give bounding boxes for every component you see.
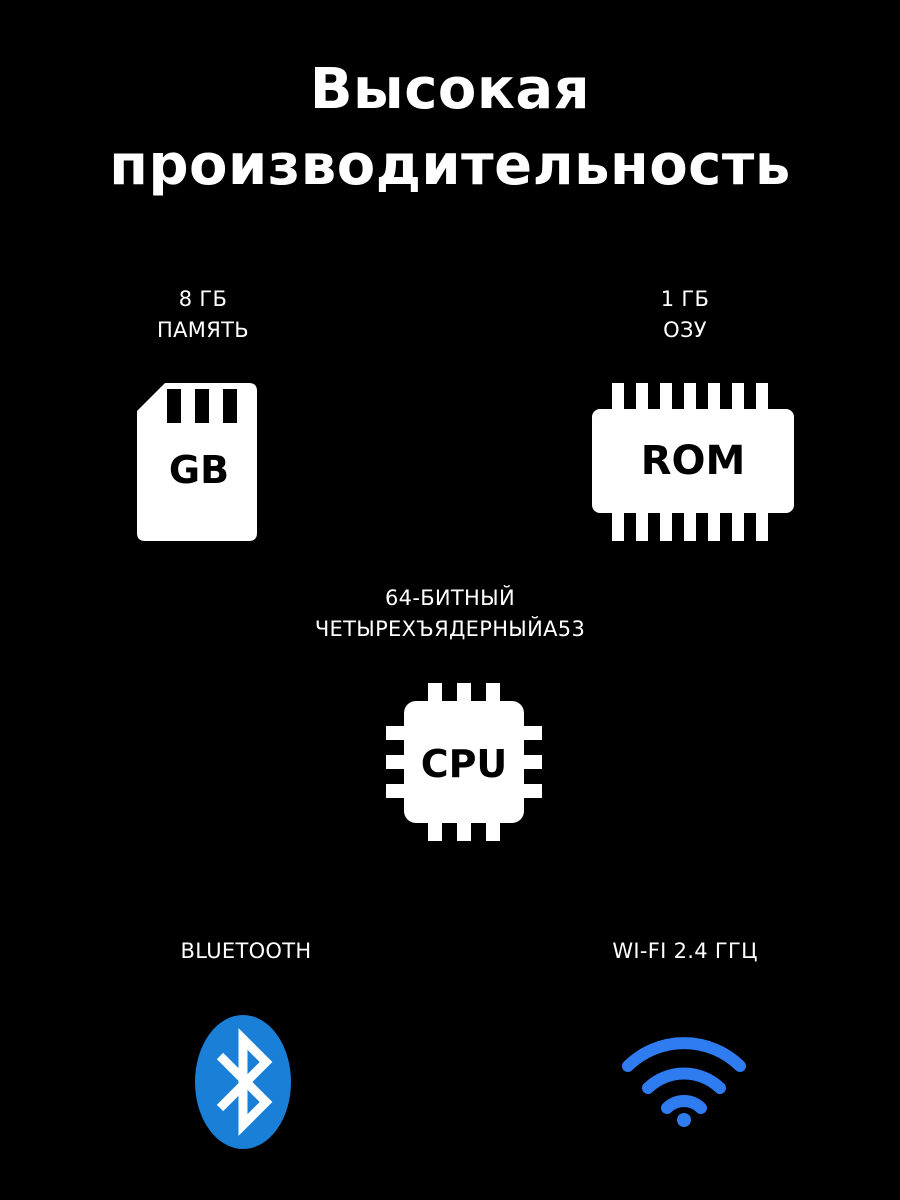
- cpu-text: CPU: [421, 742, 508, 786]
- wifi-caption: WI-FI 2.4 ГГЦ: [612, 939, 758, 963]
- storage-caption: ПАМЯТЬ: [157, 318, 249, 342]
- bluetooth-caption: BLUETOOTH: [180, 939, 312, 963]
- memory-chip-icon: ROM: [592, 383, 794, 541]
- bluetooth-label: BLUETOOTH: [121, 936, 371, 967]
- cpu-caption: ЧЕТЫРЕХЪЯДЕРНЫЙА53: [314, 617, 586, 641]
- ram-label: 1 ГБ ОЗУ: [585, 284, 785, 346]
- storage-label: 8 ГБ ПАМЯТЬ: [103, 284, 303, 346]
- cpu-label: 64-БИТНЫЙ ЧЕТЫРЕХЪЯДЕРНЫЙА53: [250, 583, 650, 645]
- storage-capacity: 8 ГБ: [178, 287, 228, 311]
- wifi-label: WI-FI 2.4 ГГЦ: [560, 936, 810, 967]
- ram-caption: ОЗУ: [663, 318, 707, 342]
- title-line-1: Высокая: [309, 57, 591, 122]
- cpu-icon: CPU: [386, 683, 542, 841]
- cpu-bitness: 64-БИТНЫЙ: [385, 586, 515, 610]
- ram-capacity: 1 ГБ: [660, 287, 710, 311]
- page-title: Высокая производительность: [0, 52, 900, 204]
- title-line-2: производительность: [109, 133, 791, 198]
- wifi-icon: [620, 1034, 748, 1128]
- sd-card-icon: GB: [137, 383, 259, 541]
- sd-card-text: GB: [169, 448, 229, 492]
- memory-chip-text: ROM: [641, 438, 746, 484]
- bluetooth-icon: [194, 1014, 292, 1150]
